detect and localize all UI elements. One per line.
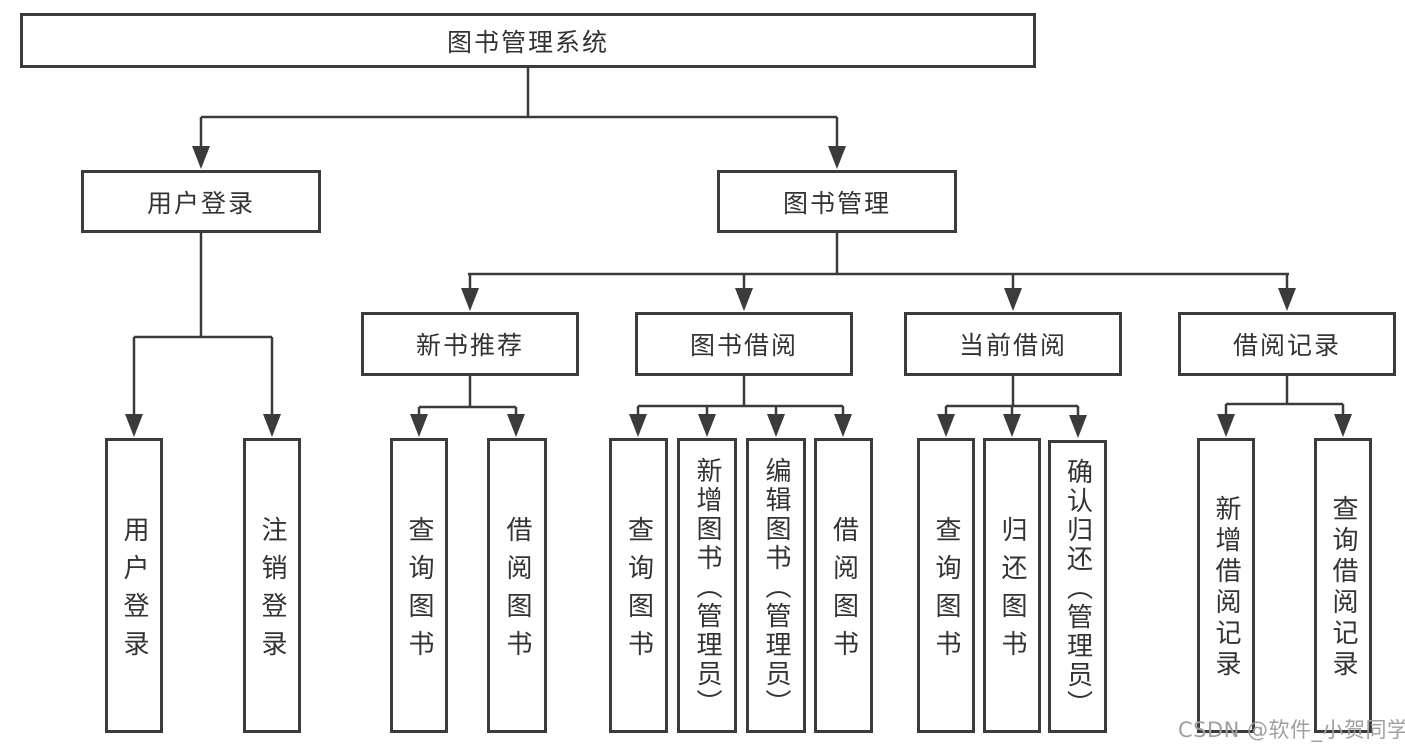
arrow-to-leaf-cb-query [937, 414, 955, 437]
leaf-bb-add-books-admin: 新增图书（管理员） [677, 438, 737, 733]
leaf-label: 查询图书 [931, 515, 961, 668]
leaf-label: 查询借阅记录 [1328, 495, 1358, 681]
connector-new-book-branch [417, 376, 518, 419]
leaf-cb-confirm-return-admin: 确认归还（管理员） [1048, 440, 1107, 733]
node-label: 图书管理 [782, 188, 891, 218]
arrow-to-leaf-bb-query [629, 414, 647, 437]
leaf-label: 借阅图书 [502, 515, 532, 668]
arrow-to-leaf-nb-borrow [507, 414, 525, 437]
arrow-to-leaf-logout [263, 414, 281, 437]
arrow-to-leaf-cb-confirm [1069, 415, 1087, 438]
node-label: 图书管理系统 [446, 27, 609, 57]
leaf-label: 借阅图书 [828, 515, 859, 668]
csdn-watermark: CSDN @软件_小贺同学 [1178, 718, 1405, 742]
node-book-borrowing: 图书借阅 [635, 312, 853, 376]
leaf-label: 归还图书 [997, 515, 1027, 668]
connector-borrow-records-branch [1224, 376, 1345, 419]
node-label: 用户登录 [146, 188, 255, 218]
leaf-cb-return-books: 归还图书 [983, 438, 1041, 733]
connector-user-login-branch [132, 233, 274, 420]
leaf-label: 用户登录 [119, 515, 149, 668]
leaf-user-login: 用户登录 [105, 438, 163, 733]
leaf-label: 确认归还（管理员） [1062, 457, 1093, 719]
leaf-label: 注销登录 [257, 515, 287, 668]
node-book-management: 图书管理 [717, 170, 957, 233]
arrow-to-leaf-br-add [1217, 414, 1235, 437]
node-current-borrowing: 当前借阅 [904, 312, 1122, 376]
leaf-bb-query-books: 查询图书 [609, 438, 668, 733]
arrow-to-leaf-nb-query [410, 414, 428, 437]
arrow-to-leaf-bb-borrow [834, 414, 852, 437]
leaf-br-query-record: 查询借阅记录 [1314, 438, 1372, 733]
arrow-to-user-login [192, 146, 210, 169]
leaf-bb-edit-books-admin: 编辑图书（管理员） [746, 438, 806, 733]
leaf-bb-borrow-books: 借阅图书 [814, 438, 873, 733]
node-new-book-recommend: 新书推荐 [361, 312, 579, 376]
arrow-to-new-book-recommend [461, 288, 479, 311]
arrow-to-leaf-br-query [1334, 414, 1352, 437]
connector-root-to-level2 [199, 68, 839, 150]
arrow-to-leaf-bb-add [698, 414, 716, 437]
leaf-cb-query-books: 查询图书 [917, 438, 975, 733]
node-user-login: 用户登录 [81, 170, 321, 233]
leaf-logout: 注销登录 [243, 438, 301, 733]
node-label: 当前借阅 [958, 331, 1067, 360]
node-library-management-system: 图书管理系统 [20, 13, 1036, 68]
node-label: 图书借阅 [689, 331, 798, 360]
leaf-label: 编辑图书（管理员） [761, 456, 791, 718]
arrow-to-leaf-user-login [125, 414, 143, 437]
arrow-to-borrow-records [1278, 288, 1296, 311]
leaf-label: 查询图书 [623, 515, 654, 668]
arrow-to-book-borrowing [735, 288, 753, 311]
arrow-to-leaf-cb-return [1003, 414, 1021, 437]
connector-current-borrowing-branch [944, 376, 1080, 420]
connector-book-management-branch [468, 233, 1289, 293]
node-label: 新书推荐 [415, 331, 524, 360]
leaf-nb-borrow-books: 借阅图书 [487, 438, 547, 733]
arrow-to-current-borrowing [1004, 288, 1022, 311]
arrowheads [125, 146, 1352, 438]
leaf-br-add-record: 新增借阅记录 [1197, 438, 1255, 733]
node-label: 借阅记录 [1232, 331, 1341, 360]
node-borrow-records: 借阅记录 [1178, 312, 1396, 376]
leaf-label: 新增借阅记录 [1211, 495, 1241, 681]
arrow-to-leaf-bb-edit [767, 414, 785, 437]
leaf-nb-query-books: 查询图书 [390, 438, 448, 733]
arrow-to-book-management [828, 146, 846, 169]
leaf-label: 查询图书 [404, 515, 434, 668]
leaf-label: 新增图书（管理员） [692, 456, 722, 718]
connector-book-borrowing-branch [636, 376, 845, 419]
